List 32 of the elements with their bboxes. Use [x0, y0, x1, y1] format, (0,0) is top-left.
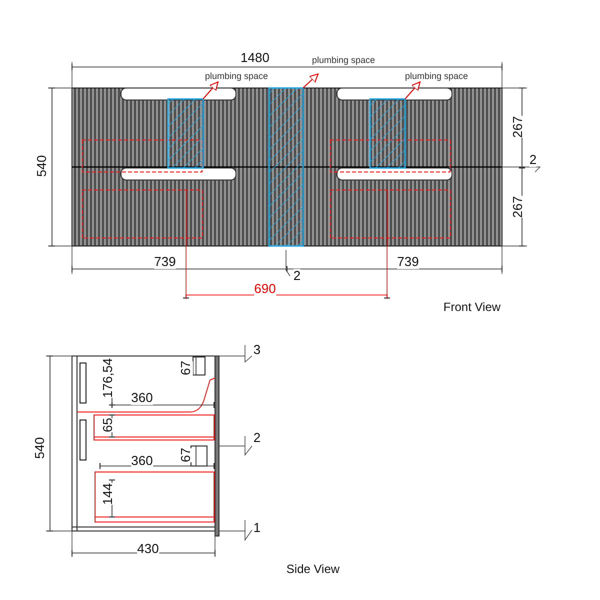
dimension-value: 739 [397, 255, 419, 269]
dimension-value: 360 [131, 454, 153, 468]
dimension-value: 267 [511, 196, 525, 218]
dimension-value: 65 [101, 418, 115, 432]
view-caption: Front View [443, 300, 501, 314]
leader-arrow [404, 82, 420, 100]
dimension-value: 3 [253, 343, 261, 357]
leader-arrow [202, 82, 218, 100]
dimension-value: 1 [253, 521, 261, 535]
hatched-area [369, 98, 406, 169]
dimension-value: 739 [154, 255, 176, 269]
dimension-value: 2 [293, 269, 301, 283]
hatched-area [268, 87, 304, 247]
callout-text: plumbing space [405, 71, 468, 81]
dimension-value: 67 [179, 360, 193, 376]
dimension-value: 540 [35, 155, 49, 177]
hatched-area [167, 98, 204, 169]
dimension-value: 2 [253, 431, 261, 445]
dimension-value: 360 [131, 391, 153, 405]
dimension-value: 430 [137, 542, 159, 556]
dimension-value: 540 [33, 437, 47, 459]
dimension-value: 267 [511, 116, 525, 138]
leader-arrow [302, 74, 318, 88]
dimension-value: 690 [254, 282, 276, 296]
dimension-value: 144 [101, 483, 115, 505]
dimension-value: 67 [179, 448, 193, 462]
view-caption: Side View [286, 562, 340, 576]
callout-text: plumbing space [312, 55, 376, 65]
dimension-value: 176,54 [101, 358, 115, 398]
dimension-value: 1480 [240, 51, 270, 65]
callout-text: plumbing space [205, 71, 268, 81]
dimension-value: 2 [529, 153, 537, 167]
